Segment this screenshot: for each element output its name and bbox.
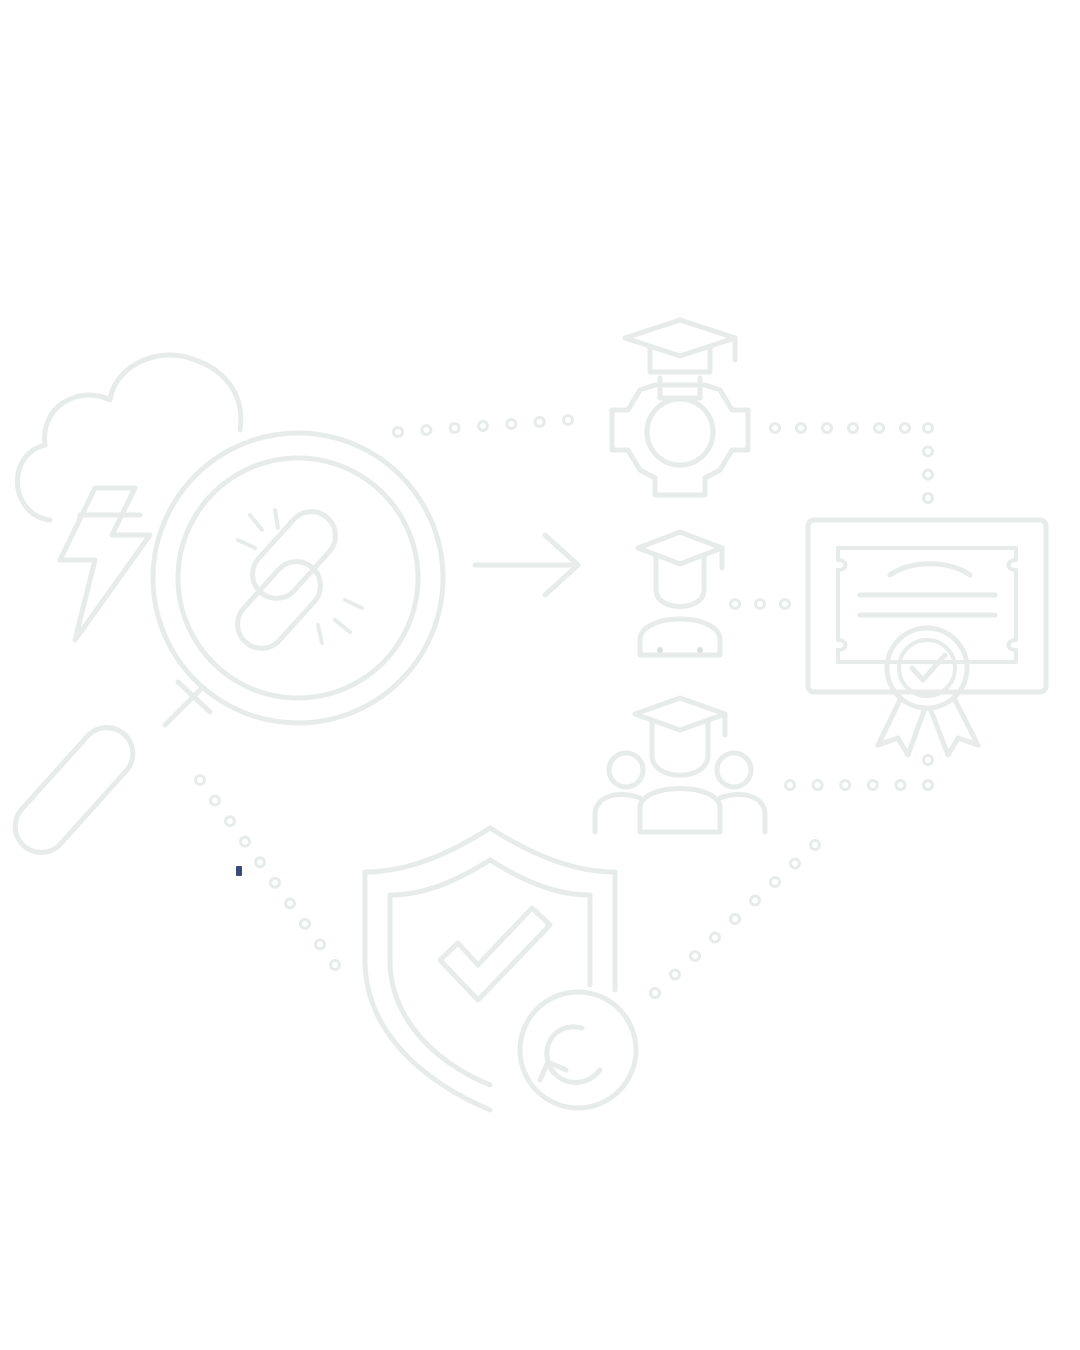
connector-dot — [847, 422, 859, 434]
connector-dot — [809, 839, 821, 851]
graduate-group-icon — [592, 695, 768, 835]
connector-dot — [209, 794, 221, 807]
graduate-person-icon — [635, 529, 725, 658]
connector-dot — [784, 779, 796, 791]
connector-dot — [269, 876, 281, 889]
connector-dot — [533, 416, 546, 428]
connector-dot — [894, 779, 907, 791]
connector-dot — [299, 917, 311, 930]
connector-dot — [505, 418, 518, 430]
connector-dot — [779, 598, 791, 610]
connector-dot — [420, 424, 433, 436]
connector-dot — [922, 779, 934, 791]
dotted-connectors — [194, 414, 934, 999]
connector-dot — [254, 856, 266, 869]
connector-dot — [194, 774, 206, 786]
connector-dot — [709, 931, 721, 944]
connector-dot — [922, 492, 934, 504]
connector-dot — [795, 422, 807, 434]
connector-dot — [562, 414, 574, 426]
connector-dot — [314, 938, 326, 951]
connector-dot — [789, 857, 801, 870]
storm-cloud-icon — [15, 352, 244, 643]
connector-dot — [477, 420, 489, 432]
certificate-icon — [805, 517, 1049, 758]
connector-dot — [873, 422, 885, 434]
connector-dot — [392, 426, 404, 438]
connector-dot — [769, 876, 781, 888]
connector-dot — [649, 987, 661, 999]
connector-dot — [922, 445, 934, 458]
connector-dot — [284, 897, 296, 910]
connector-dot — [669, 968, 681, 981]
magnifier-broken-link-icon — [12, 430, 446, 855]
connector-dot — [729, 598, 741, 610]
connector-dot — [769, 422, 781, 434]
connector-dot — [754, 598, 766, 610]
connector-dot — [839, 779, 852, 791]
connector-dot — [224, 815, 236, 828]
connector-dot — [821, 422, 833, 434]
connector-dot — [811, 779, 824, 791]
connector-dot — [922, 422, 934, 434]
connector-dot — [729, 913, 741, 925]
connector-dot — [689, 950, 701, 962]
graduate-gear-icon — [609, 317, 751, 498]
connector-dot — [448, 422, 461, 434]
connector-dot — [749, 894, 761, 907]
shield-check-refresh-icon — [362, 825, 639, 1113]
connector-dot — [866, 779, 879, 791]
accent-mark — [236, 866, 242, 876]
connector-dot — [239, 835, 251, 848]
connector-dot — [899, 422, 911, 434]
connector-dot — [329, 959, 341, 971]
arrow-right-icon — [472, 532, 581, 598]
connector-dot — [922, 754, 934, 766]
connector-dot — [922, 468, 934, 481]
